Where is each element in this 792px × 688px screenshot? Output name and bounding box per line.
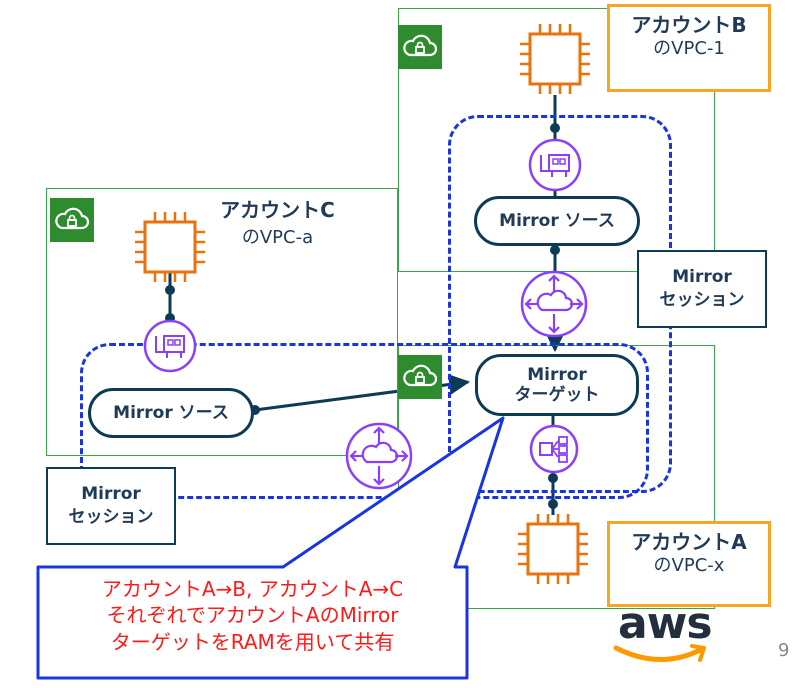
vpc-cloud-icon <box>50 198 94 242</box>
page-number: 9 <box>778 640 790 661</box>
mirror-target: Mirror ターゲット <box>475 354 639 416</box>
mirror-session-right-label: Mirror セッション <box>637 250 767 328</box>
account-a-vpc: のVPC-x <box>653 555 725 576</box>
session-right-line2: セッション <box>659 290 745 310</box>
account-b-label: アカウントB のVPC-1 <box>607 4 771 92</box>
aws-smile-icon <box>613 644 706 662</box>
mirror-source-b: Mirror ソース <box>474 196 640 246</box>
session-left-line1: Mirror <box>81 484 141 505</box>
eni-icon <box>143 319 197 373</box>
account-b-name: アカウントB <box>631 13 747 37</box>
aws-logo-icon: aws <box>618 598 713 649</box>
callout-line2: それぞれでアカウントAのMirror <box>106 603 399 628</box>
mirror-target-line1: Mirror <box>527 364 587 385</box>
aws-logo-text: aws <box>618 598 713 649</box>
mirror-source-c-label: Mirror ソース <box>113 402 229 423</box>
mirror-target-line2: ターゲット <box>514 385 600 405</box>
account-c-name: アカウントC <box>220 198 335 222</box>
ec2-chip-icon <box>518 514 588 584</box>
eni-icon <box>528 138 582 192</box>
callout-text: アカウントA→B, アカウントA→C それぞれでアカウントAのMirror ター… <box>40 576 465 655</box>
account-b-vpc: のVPC-1 <box>653 38 725 59</box>
transit-gateway-icon <box>520 270 588 338</box>
transit-gateway-icon <box>345 422 413 490</box>
vpc-account-c <box>46 188 398 456</box>
account-a-name: アカウントA <box>631 530 747 554</box>
callout-line1: アカウントA→B, アカウントA→C <box>101 577 404 601</box>
mirror-session-left-label: Mirror セッション <box>46 467 176 545</box>
ec2-chip-icon <box>135 212 205 282</box>
account-c-vpc: のVPC-a <box>241 227 314 248</box>
ec2-chip-icon <box>520 24 590 94</box>
mirror-source-c: Mirror ソース <box>88 388 254 438</box>
vpc-cloud-icon <box>398 355 442 399</box>
mirror-session-left-frame <box>80 343 649 499</box>
nlb-icon <box>529 424 579 474</box>
callout-line3: ターゲットをRAMを用いて共有 <box>110 629 395 654</box>
mirror-source-b-label: Mirror ソース <box>499 210 615 231</box>
account-a-label: アカウントA のVPC-x <box>607 521 771 607</box>
session-left-line2: セッション <box>68 507 154 527</box>
vpc-cloud-icon <box>398 25 442 69</box>
session-right-line1: Mirror <box>672 267 732 288</box>
account-c-label: アカウントC のVPC-a <box>200 198 355 258</box>
